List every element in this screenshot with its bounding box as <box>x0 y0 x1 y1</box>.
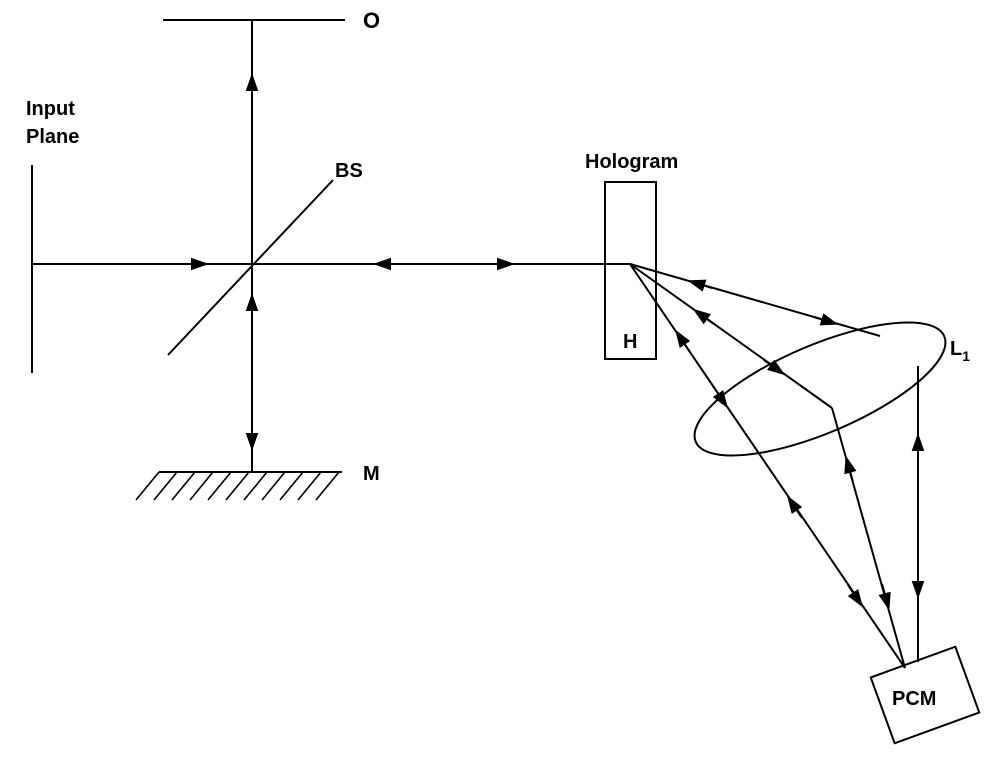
arrow-lens-middle-up <box>844 455 857 483</box>
output-plane-label: O <box>363 8 380 33</box>
arrow-inner-c <box>787 495 803 519</box>
arrow-middle-a <box>692 308 715 325</box>
ray-outer-to-lens <box>629 263 881 337</box>
hologram-label: Hologram <box>585 151 678 173</box>
ray-lens-middle <box>831 407 906 669</box>
arrow-middle-b <box>763 359 786 376</box>
mirror-hatching <box>135 471 340 501</box>
phase-conjugate-mirror <box>869 645 981 745</box>
arrow-inner-b <box>712 385 728 409</box>
ray-middle-to-lens <box>629 263 833 409</box>
input-plane-label-line1: Input <box>26 98 75 120</box>
pcm-label: PCM <box>892 688 936 710</box>
arrow-inner-a <box>675 329 691 353</box>
mirror-label: M <box>363 463 380 485</box>
hologram-box-label: H <box>623 331 637 353</box>
input-plane-label-line2: Plane <box>26 126 79 148</box>
lens-label: L1 <box>950 338 970 364</box>
beam-splitter-label: BS <box>335 160 363 182</box>
lens-l1 <box>693 321 947 457</box>
ray-inner-to-pcm <box>629 263 906 669</box>
arrow-outer-a <box>687 279 713 292</box>
beam-splitter <box>167 179 334 356</box>
arrow-outer-b <box>813 313 839 326</box>
arrow-lens-middle-down <box>878 583 891 611</box>
arrow-inner-d <box>847 584 863 608</box>
